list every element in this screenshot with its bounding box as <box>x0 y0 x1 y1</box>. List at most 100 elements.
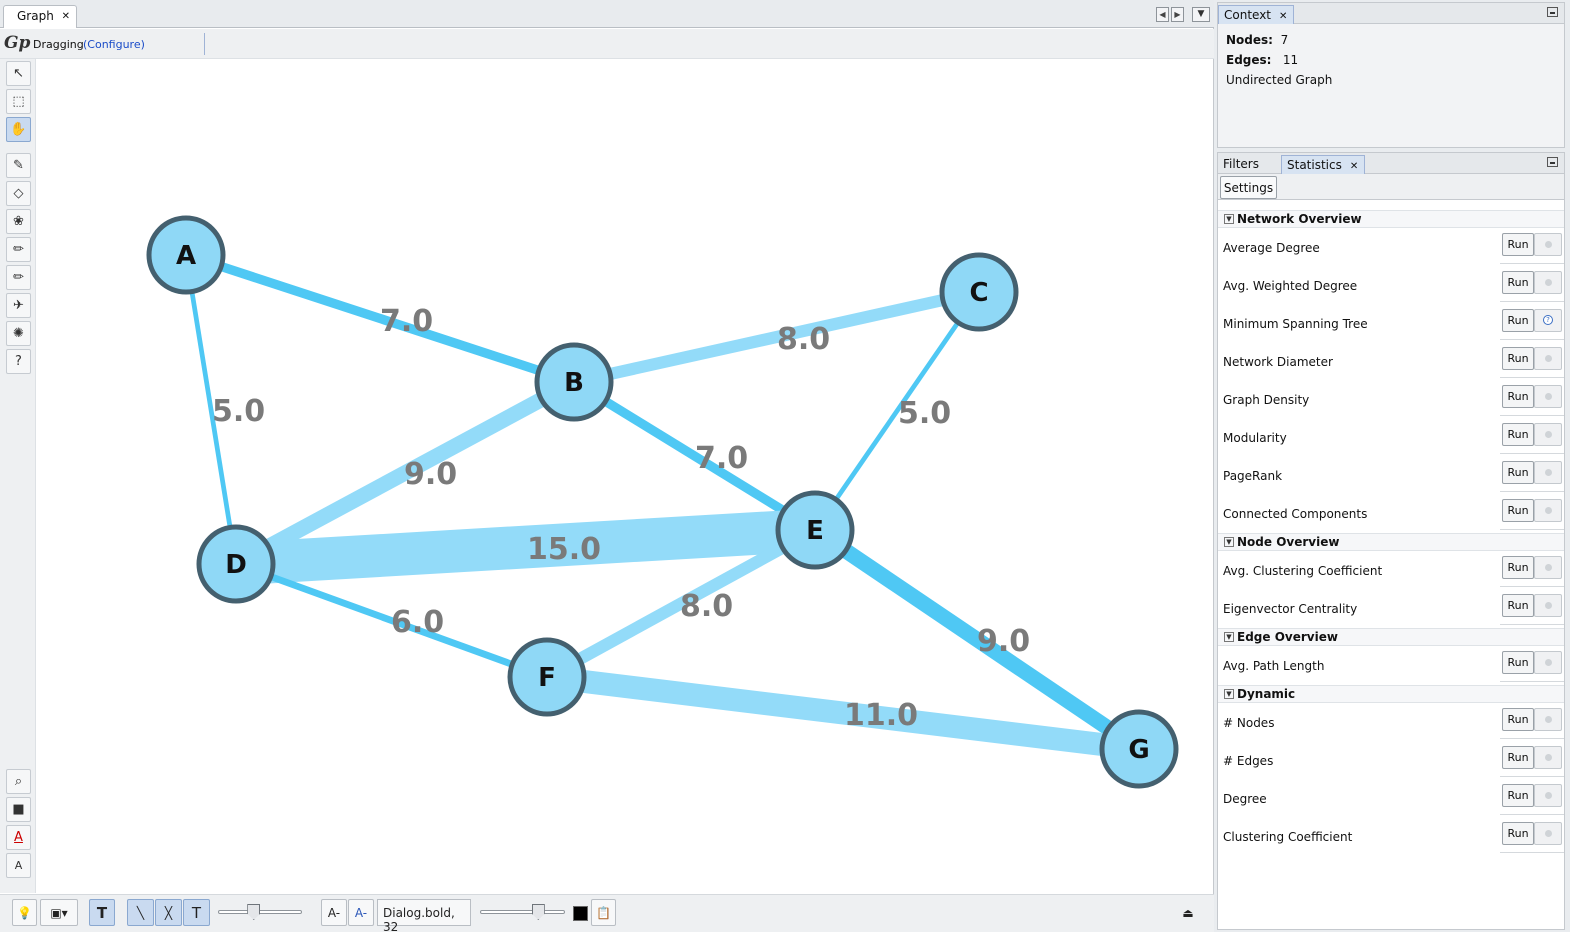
edge-b-c[interactable] <box>572 286 981 388</box>
configure-link[interactable]: (Configure) <box>83 38 145 51</box>
node-circle[interactable] <box>775 490 855 570</box>
slider-thumb[interactable] <box>247 904 261 920</box>
select-pointer-icon[interactable]: ↖ <box>6 61 31 86</box>
label-size-slider[interactable] <box>480 904 565 920</box>
node-e[interactable]: E <box>775 490 855 570</box>
run-button[interactable]: Run <box>1502 423 1534 446</box>
node-g[interactable]: G <box>1099 709 1179 789</box>
attributes-clipboard-icon[interactable]: 📋 <box>591 899 616 926</box>
chevron-right-icon[interactable]: ▶ <box>1171 7 1184 22</box>
close-icon[interactable]: ✕ <box>61 11 70 22</box>
collapse-toggle-icon[interactable]: ▼ <box>1224 689 1234 699</box>
edge-d-f[interactable] <box>234 560 549 681</box>
section-header[interactable]: ▼Dynamic <box>1218 685 1564 703</box>
color-palette-icon[interactable]: ❀ <box>6 209 31 234</box>
edit-node-help-icon[interactable]: ? <box>6 349 31 374</box>
show-labels-button[interactable]: T <box>89 899 115 926</box>
edge-e-f[interactable] <box>544 524 818 683</box>
run-button[interactable]: Run <box>1502 309 1534 332</box>
run-button[interactable]: Run <box>1502 784 1534 807</box>
label-font-icon[interactable]: A <box>6 853 31 878</box>
report-icon[interactable] <box>1534 233 1562 256</box>
edge-e-g[interactable] <box>810 523 1144 756</box>
node-b[interactable]: B <box>534 342 614 422</box>
close-icon[interactable]: ✕ <box>1279 11 1288 22</box>
edge-pencil-icon[interactable]: ✏ <box>6 265 31 290</box>
run-button[interactable]: Run <box>1502 556 1534 579</box>
section-header[interactable]: ▼Network Overview <box>1218 210 1564 228</box>
node-circle[interactable] <box>196 524 276 604</box>
run-button[interactable]: Run <box>1502 347 1534 370</box>
help-icon[interactable]: ? <box>1534 309 1562 332</box>
chevron-left-icon[interactable]: ◀ <box>1156 7 1169 22</box>
font-name-field[interactable]: Dialog.bold, 32 <box>377 899 471 932</box>
node-circle[interactable] <box>146 215 226 295</box>
edge-b-d[interactable] <box>232 375 578 571</box>
edge-label-icon[interactable]: T <box>183 899 210 926</box>
minimize-icon[interactable] <box>1547 157 1558 167</box>
edge-f-g[interactable] <box>545 665 1141 761</box>
run-button[interactable]: Run <box>1502 499 1534 522</box>
settings-button[interactable]: Settings <box>1220 176 1277 199</box>
lightbulb-icon[interactable]: 💡 <box>12 899 37 926</box>
painter-brush-icon[interactable]: ✎ <box>6 153 31 178</box>
node-a[interactable]: A <box>146 215 226 295</box>
edge-a-d[interactable] <box>183 254 239 565</box>
edge-c-e[interactable] <box>813 290 981 532</box>
report-icon[interactable] <box>1534 347 1562 370</box>
report-icon[interactable] <box>1534 461 1562 484</box>
edge-a-b[interactable] <box>184 250 576 387</box>
rectangle-select-icon[interactable]: ⬚ <box>6 89 31 114</box>
edge-d-e[interactable] <box>234 508 817 586</box>
label-color-icon[interactable]: A <box>6 825 31 850</box>
report-icon[interactable] <box>1534 385 1562 408</box>
report-icon[interactable] <box>1534 651 1562 674</box>
run-button[interactable]: Run <box>1502 385 1534 408</box>
shortest-path-plane-icon[interactable]: ✈ <box>6 293 31 318</box>
label-color-swatch[interactable] <box>573 906 588 921</box>
slider-thumb[interactable] <box>531 904 545 920</box>
section-header[interactable]: ▼Edge Overview <box>1218 628 1564 646</box>
report-icon[interactable] <box>1534 784 1562 807</box>
run-button[interactable]: Run <box>1502 822 1534 845</box>
edge-color-icon[interactable]: ╳ <box>155 899 182 926</box>
chevron-down-icon[interactable]: ▼ <box>1192 7 1210 22</box>
run-button[interactable]: Run <box>1502 651 1534 674</box>
background-color-icon[interactable]: ■ <box>6 797 31 822</box>
report-icon[interactable] <box>1534 594 1562 617</box>
node-circle[interactable] <box>1099 709 1179 789</box>
tab-statistics[interactable]: Statistics✕ <box>1281 155 1366 174</box>
drag-hand-icon[interactable]: ✋ <box>6 117 31 142</box>
tab-context[interactable]: Context✕ <box>1218 5 1295 24</box>
report-icon[interactable] <box>1534 556 1562 579</box>
report-icon[interactable] <box>1534 822 1562 845</box>
edge-scale-slider[interactable] <box>218 904 302 920</box>
edge-b-e[interactable] <box>571 378 818 534</box>
heat-map-gear-icon[interactable]: ✺ <box>6 321 31 346</box>
report-icon[interactable] <box>1534 423 1562 446</box>
collapse-toggle-icon[interactable]: ▼ <box>1224 632 1234 642</box>
close-icon[interactable]: ✕ <box>1349 161 1359 172</box>
run-button[interactable]: Run <box>1502 233 1534 256</box>
tab-graph[interactable]: Graph ✕ <box>3 5 77 28</box>
run-button[interactable]: Run <box>1502 746 1534 769</box>
eject-expand-icon[interactable]: ⏏ <box>1182 905 1194 920</box>
report-icon[interactable] <box>1534 746 1562 769</box>
section-header[interactable]: ▼Node Overview <box>1218 533 1564 551</box>
diamond-sizer-icon[interactable]: ◇ <box>6 181 31 206</box>
run-button[interactable]: Run <box>1502 461 1534 484</box>
report-icon[interactable] <box>1534 499 1562 522</box>
collapse-toggle-icon[interactable]: ▼ <box>1224 537 1234 547</box>
center-zoom-icon[interactable]: ⌕ <box>6 769 31 794</box>
run-button[interactable]: Run <box>1502 708 1534 731</box>
run-button[interactable]: Run <box>1502 594 1534 617</box>
font-size-up-button[interactable]: A- <box>348 899 374 926</box>
node-circle[interactable] <box>507 637 587 717</box>
minimize-icon[interactable] <box>1547 7 1558 17</box>
tab-filters[interactable]: Filters <box>1223 157 1259 171</box>
report-icon[interactable] <box>1534 708 1562 731</box>
edge-line-icon[interactable]: ╲ <box>127 899 154 926</box>
report-icon[interactable] <box>1534 271 1562 294</box>
